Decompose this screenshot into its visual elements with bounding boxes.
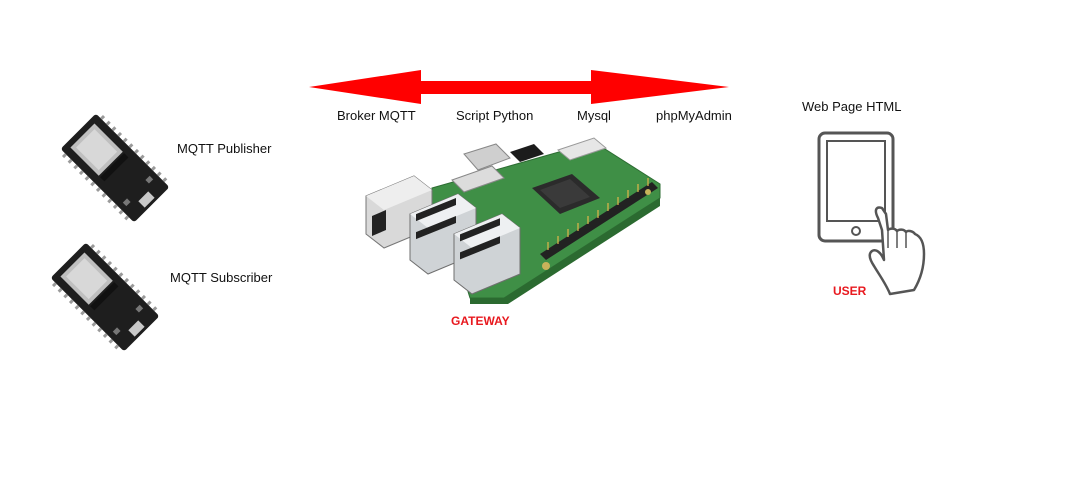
- double-arrow-icon: [309, 70, 729, 104]
- service-script-python: Script Python: [456, 108, 534, 123]
- publisher-label: MQTT Publisher: [177, 141, 272, 156]
- web-page-title: Web Page HTML: [802, 99, 902, 114]
- tablet-touch-icon: [817, 131, 926, 296]
- gpio-header: [540, 182, 658, 260]
- subscriber-label: MQTT Subscriber: [170, 270, 273, 285]
- arrow-shape: [309, 70, 729, 104]
- tablet-screen: [826, 140, 886, 222]
- pointing-hand-icon: [868, 206, 926, 296]
- service-broker-mqtt: Broker MQTT: [337, 108, 416, 123]
- raspberry-pi-icon: [365, 137, 661, 304]
- tablet-home-button: [851, 226, 861, 236]
- esp32-subscriber-icon: [51, 243, 159, 351]
- gateway-label: GATEWAY: [451, 314, 510, 328]
- service-phpmyadmin: phpMyAdmin: [656, 108, 732, 123]
- usb-port-icon: [128, 320, 145, 337]
- user-label: USER: [833, 284, 867, 298]
- service-mysql: Mysql: [577, 108, 611, 123]
- esp32-publisher-icon: [61, 114, 169, 222]
- usb-port-icon: [138, 191, 155, 208]
